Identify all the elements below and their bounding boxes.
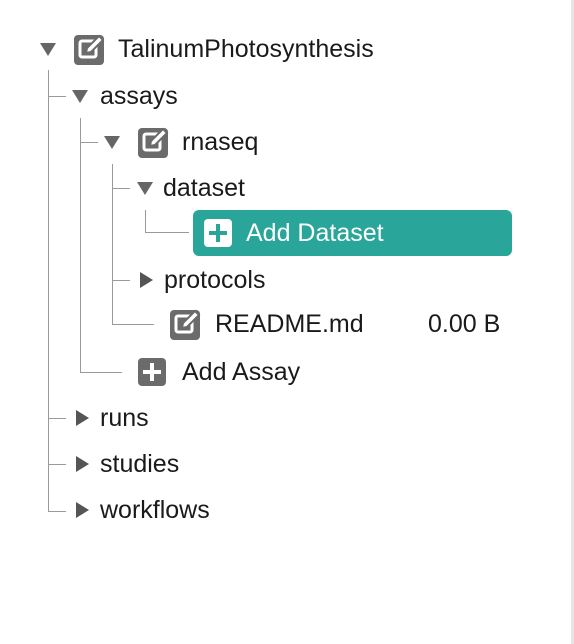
tree-guide-line: [48, 96, 66, 97]
tree-node-label[interactable]: runs: [100, 404, 149, 432]
tree-node-dataset[interactable]: dataset: [137, 173, 245, 203]
tree-node-protocols[interactable]: protocols: [140, 265, 265, 295]
tree-guide-line: [145, 210, 146, 232]
tree-guide-line: [112, 188, 130, 189]
tree-node-label[interactable]: TalinumPhotosynthesis: [118, 35, 374, 63]
tree-guide-line: [80, 142, 98, 143]
tree-guide-line: [80, 372, 122, 373]
add-assay-label[interactable]: Add Assay: [182, 358, 301, 386]
tree-node-runs[interactable]: runs: [76, 403, 149, 433]
tree-node-label[interactable]: protocols: [164, 266, 266, 294]
tree-node-label[interactable]: dataset: [163, 174, 246, 202]
tree-guide-line: [145, 232, 189, 233]
file-size: 0.00 B: [428, 310, 501, 338]
edit-icon[interactable]: [72, 31, 108, 67]
caret-down-icon[interactable]: [137, 181, 153, 195]
tree-guide-line: [48, 511, 66, 512]
tree-node-workflows[interactable]: workflows: [76, 495, 210, 525]
caret-down-icon[interactable]: [104, 135, 120, 149]
tree-node-rnaseq[interactable]: rnaseq: [104, 124, 259, 160]
caret-right-icon[interactable]: [76, 456, 89, 472]
tree-guide-line: [48, 464, 66, 465]
caret-right-icon[interactable]: [140, 272, 153, 288]
tree-guide-line: [112, 324, 154, 325]
tree-node-label[interactable]: workflows: [100, 496, 210, 524]
add-assay-button[interactable]: Add Assay: [137, 357, 300, 387]
caret-down-icon[interactable]: [72, 89, 88, 103]
add-dataset-label: Add Dataset: [246, 218, 384, 247]
tree-node-label[interactable]: README.md: [215, 310, 364, 338]
caret-right-icon[interactable]: [76, 502, 89, 518]
tree-node-assays[interactable]: assays: [72, 81, 178, 111]
edit-icon[interactable]: [136, 124, 172, 160]
edit-icon[interactable]: [168, 306, 204, 342]
tree-guide-line: [112, 280, 130, 281]
tree-guide-line: [112, 164, 113, 324]
tree-guide-line: [48, 418, 66, 419]
tree-node-label[interactable]: assays: [100, 82, 178, 110]
tree-node-root[interactable]: TalinumPhotosynthesis: [40, 31, 374, 67]
plus-icon: [137, 357, 167, 387]
tree-node-studies[interactable]: studies: [76, 449, 179, 479]
tree-node-readme[interactable]: README.md: [168, 306, 364, 342]
plus-icon: [203, 218, 233, 248]
tree-guide-line: [80, 118, 81, 372]
panel-border: [571, 0, 574, 644]
caret-right-icon[interactable]: [76, 410, 89, 426]
tree-node-label[interactable]: rnaseq: [182, 128, 259, 156]
tree-node-label[interactable]: studies: [100, 450, 180, 478]
caret-down-icon[interactable]: [40, 42, 56, 56]
add-dataset-button[interactable]: Add Dataset: [193, 210, 512, 256]
tree-guide-line: [48, 70, 49, 512]
